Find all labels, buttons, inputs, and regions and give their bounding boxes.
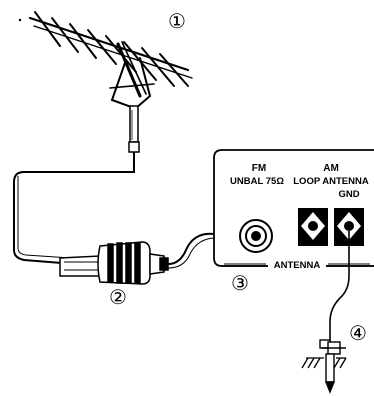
callout-1: ① [168, 9, 186, 33]
feeder-cable [13, 152, 135, 267]
fm-sublabel: UNBAL 75Ω [230, 176, 284, 187]
section-label: ANTENNA [274, 260, 321, 271]
stray-dot [18, 18, 22, 22]
antenna-mast [128, 105, 140, 153]
matching-transformer [59, 241, 169, 285]
callout-3: ③ [231, 271, 249, 295]
am-sublabel: LOOP ANTENNA [293, 176, 369, 187]
gnd-label: GND [338, 189, 359, 200]
section-label-bg [268, 258, 326, 270]
am-loop-terminal[interactable] [298, 208, 328, 246]
fm-antenna-jack[interactable] [239, 219, 273, 253]
earth-ground-hatching [301, 357, 347, 369]
ground-wire [329, 231, 350, 344]
callout-2: ② [109, 285, 127, 309]
feeder-cable-shadow [17, 176, 101, 261]
callout-4: ④ [349, 321, 367, 345]
fm-label: FM [252, 163, 266, 174]
coax-cable [167, 232, 250, 265]
fm-yagi-antenna [28, 11, 193, 109]
ground-rod [319, 339, 346, 394]
coax-cable-shadow [167, 237, 250, 269]
am-label: AM [323, 163, 339, 174]
